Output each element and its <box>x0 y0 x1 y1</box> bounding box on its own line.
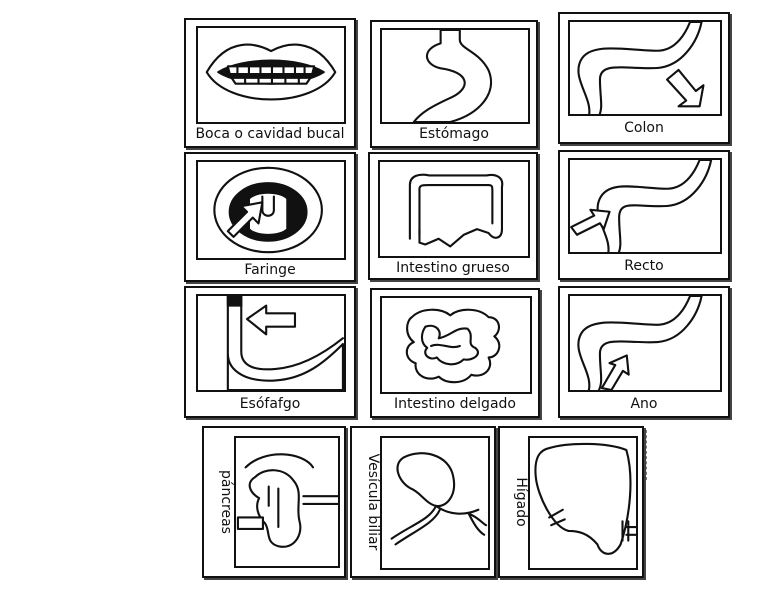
liver-illustration <box>528 436 638 570</box>
esophagus-illustration <box>196 294 346 392</box>
card-label: Esófafgo <box>239 396 301 412</box>
mouth-icon <box>205 43 337 101</box>
card-ano[interactable]: Ano <box>558 286 730 418</box>
rectum-illustration <box>568 158 722 254</box>
rectum-icon <box>570 160 713 252</box>
pharynx-illustration <box>196 160 346 260</box>
card-intestino-delgado[interactable]: Intestino delgado <box>370 288 540 418</box>
card-recto[interactable]: Recto <box>558 150 730 280</box>
pancreas-illustration <box>234 436 340 568</box>
colon-illustration <box>568 20 722 116</box>
pancreas-icon <box>236 453 338 548</box>
card-label: páncreas <box>218 470 234 534</box>
card-pancreas[interactable]: páncreas <box>202 426 346 578</box>
large-intestine-icon <box>408 173 504 248</box>
card-label: Vesícula biliar <box>365 453 381 551</box>
card-label: Boca o cavidad bucal <box>195 126 345 142</box>
card-label: Colon <box>624 120 664 136</box>
small-intestine-icon <box>405 308 501 384</box>
esophagus-icon <box>226 296 344 390</box>
card-esofago[interactable]: Esófafgo <box>184 286 356 418</box>
card-colon[interactable]: Colon <box>558 12 730 144</box>
cut-line-marker <box>646 430 653 480</box>
card-label: Estómago <box>419 126 489 142</box>
card-intestino-grueso[interactable]: Intestino grueso <box>368 152 538 280</box>
anus-icon <box>577 296 703 390</box>
liver-icon <box>534 442 636 555</box>
card-label: Intestino grueso <box>396 260 510 276</box>
anus-illustration <box>568 294 722 392</box>
large-intestine-illustration <box>378 160 530 258</box>
stomach-icon <box>412 30 493 122</box>
mouth-illustration <box>196 26 346 124</box>
card-label: Faringe <box>244 262 296 278</box>
card-boca[interactable]: Boca o cavidad bucal <box>184 18 356 148</box>
card-label: Recto <box>624 258 664 274</box>
throat-icon <box>213 166 323 254</box>
gallbladder-illustration <box>380 436 490 570</box>
colon-icon <box>577 22 705 114</box>
card-label: Intestino delgado <box>394 396 516 412</box>
card-higado[interactable]: Hígado <box>498 426 644 578</box>
card-estomago[interactable]: Estómago <box>370 20 538 148</box>
card-vesicula[interactable]: Vesícula biliar <box>350 426 496 578</box>
stomach-illustration <box>380 28 530 124</box>
gallbladder-icon <box>390 452 488 546</box>
card-faringe[interactable]: Faringe <box>184 152 356 282</box>
card-label: Hígado <box>513 477 529 527</box>
small-intestine-illustration <box>380 296 532 394</box>
card-label: Ano <box>630 396 658 412</box>
